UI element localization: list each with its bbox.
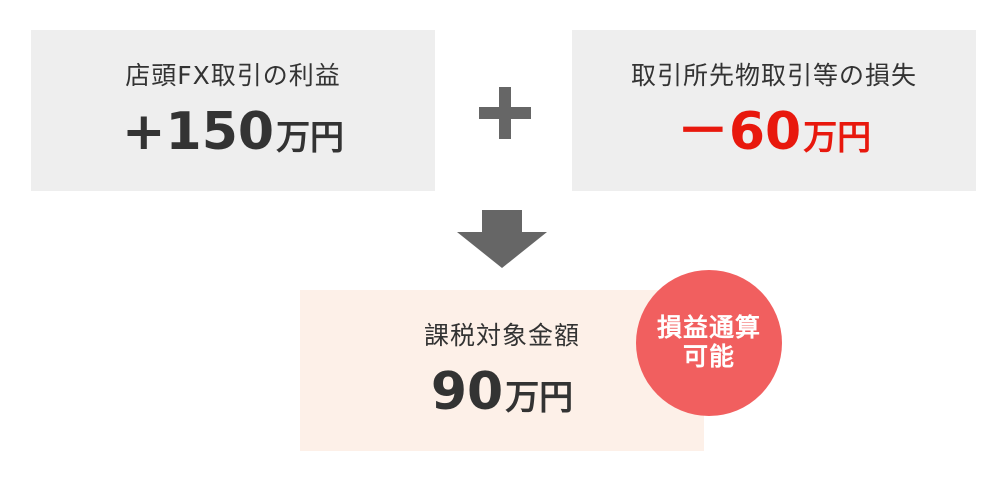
futures-loss-box: 取引所先物取引等の損失 －60 万円 <box>572 30 976 191</box>
futures-loss-amount: －60 <box>676 102 802 162</box>
fx-profit-unit: 万円 <box>276 118 345 158</box>
badge-line-1: 損益通算 <box>656 313 761 343</box>
plus-icon <box>479 87 531 139</box>
taxable-amount-unit: 万円 <box>505 378 574 418</box>
fx-profit-value: +150 万円 <box>122 106 344 158</box>
taxable-amount-box: 課税対象金額 90 万円 <box>300 290 704 451</box>
futures-loss-unit: 万円 <box>803 118 872 158</box>
taxable-amount-label: 課税対象金額 <box>423 321 580 350</box>
arrow-down-icon <box>457 210 547 268</box>
fx-profit-label: 店頭FX取引の利益 <box>125 61 341 90</box>
taxable-amount-value: 90 万円 <box>431 366 573 418</box>
fx-profit-box: 店頭FX取引の利益 +150 万円 <box>31 30 435 191</box>
fx-profit-amount: +150 <box>121 102 275 162</box>
futures-loss-label: 取引所先物取引等の損失 <box>630 61 917 90</box>
badge-line-2: 可能 <box>682 342 735 371</box>
taxable-amount-number: 90 <box>430 362 504 422</box>
offset-possible-badge: 損益通算 可能 <box>636 270 782 416</box>
futures-loss-value: －60 万円 <box>677 106 871 158</box>
